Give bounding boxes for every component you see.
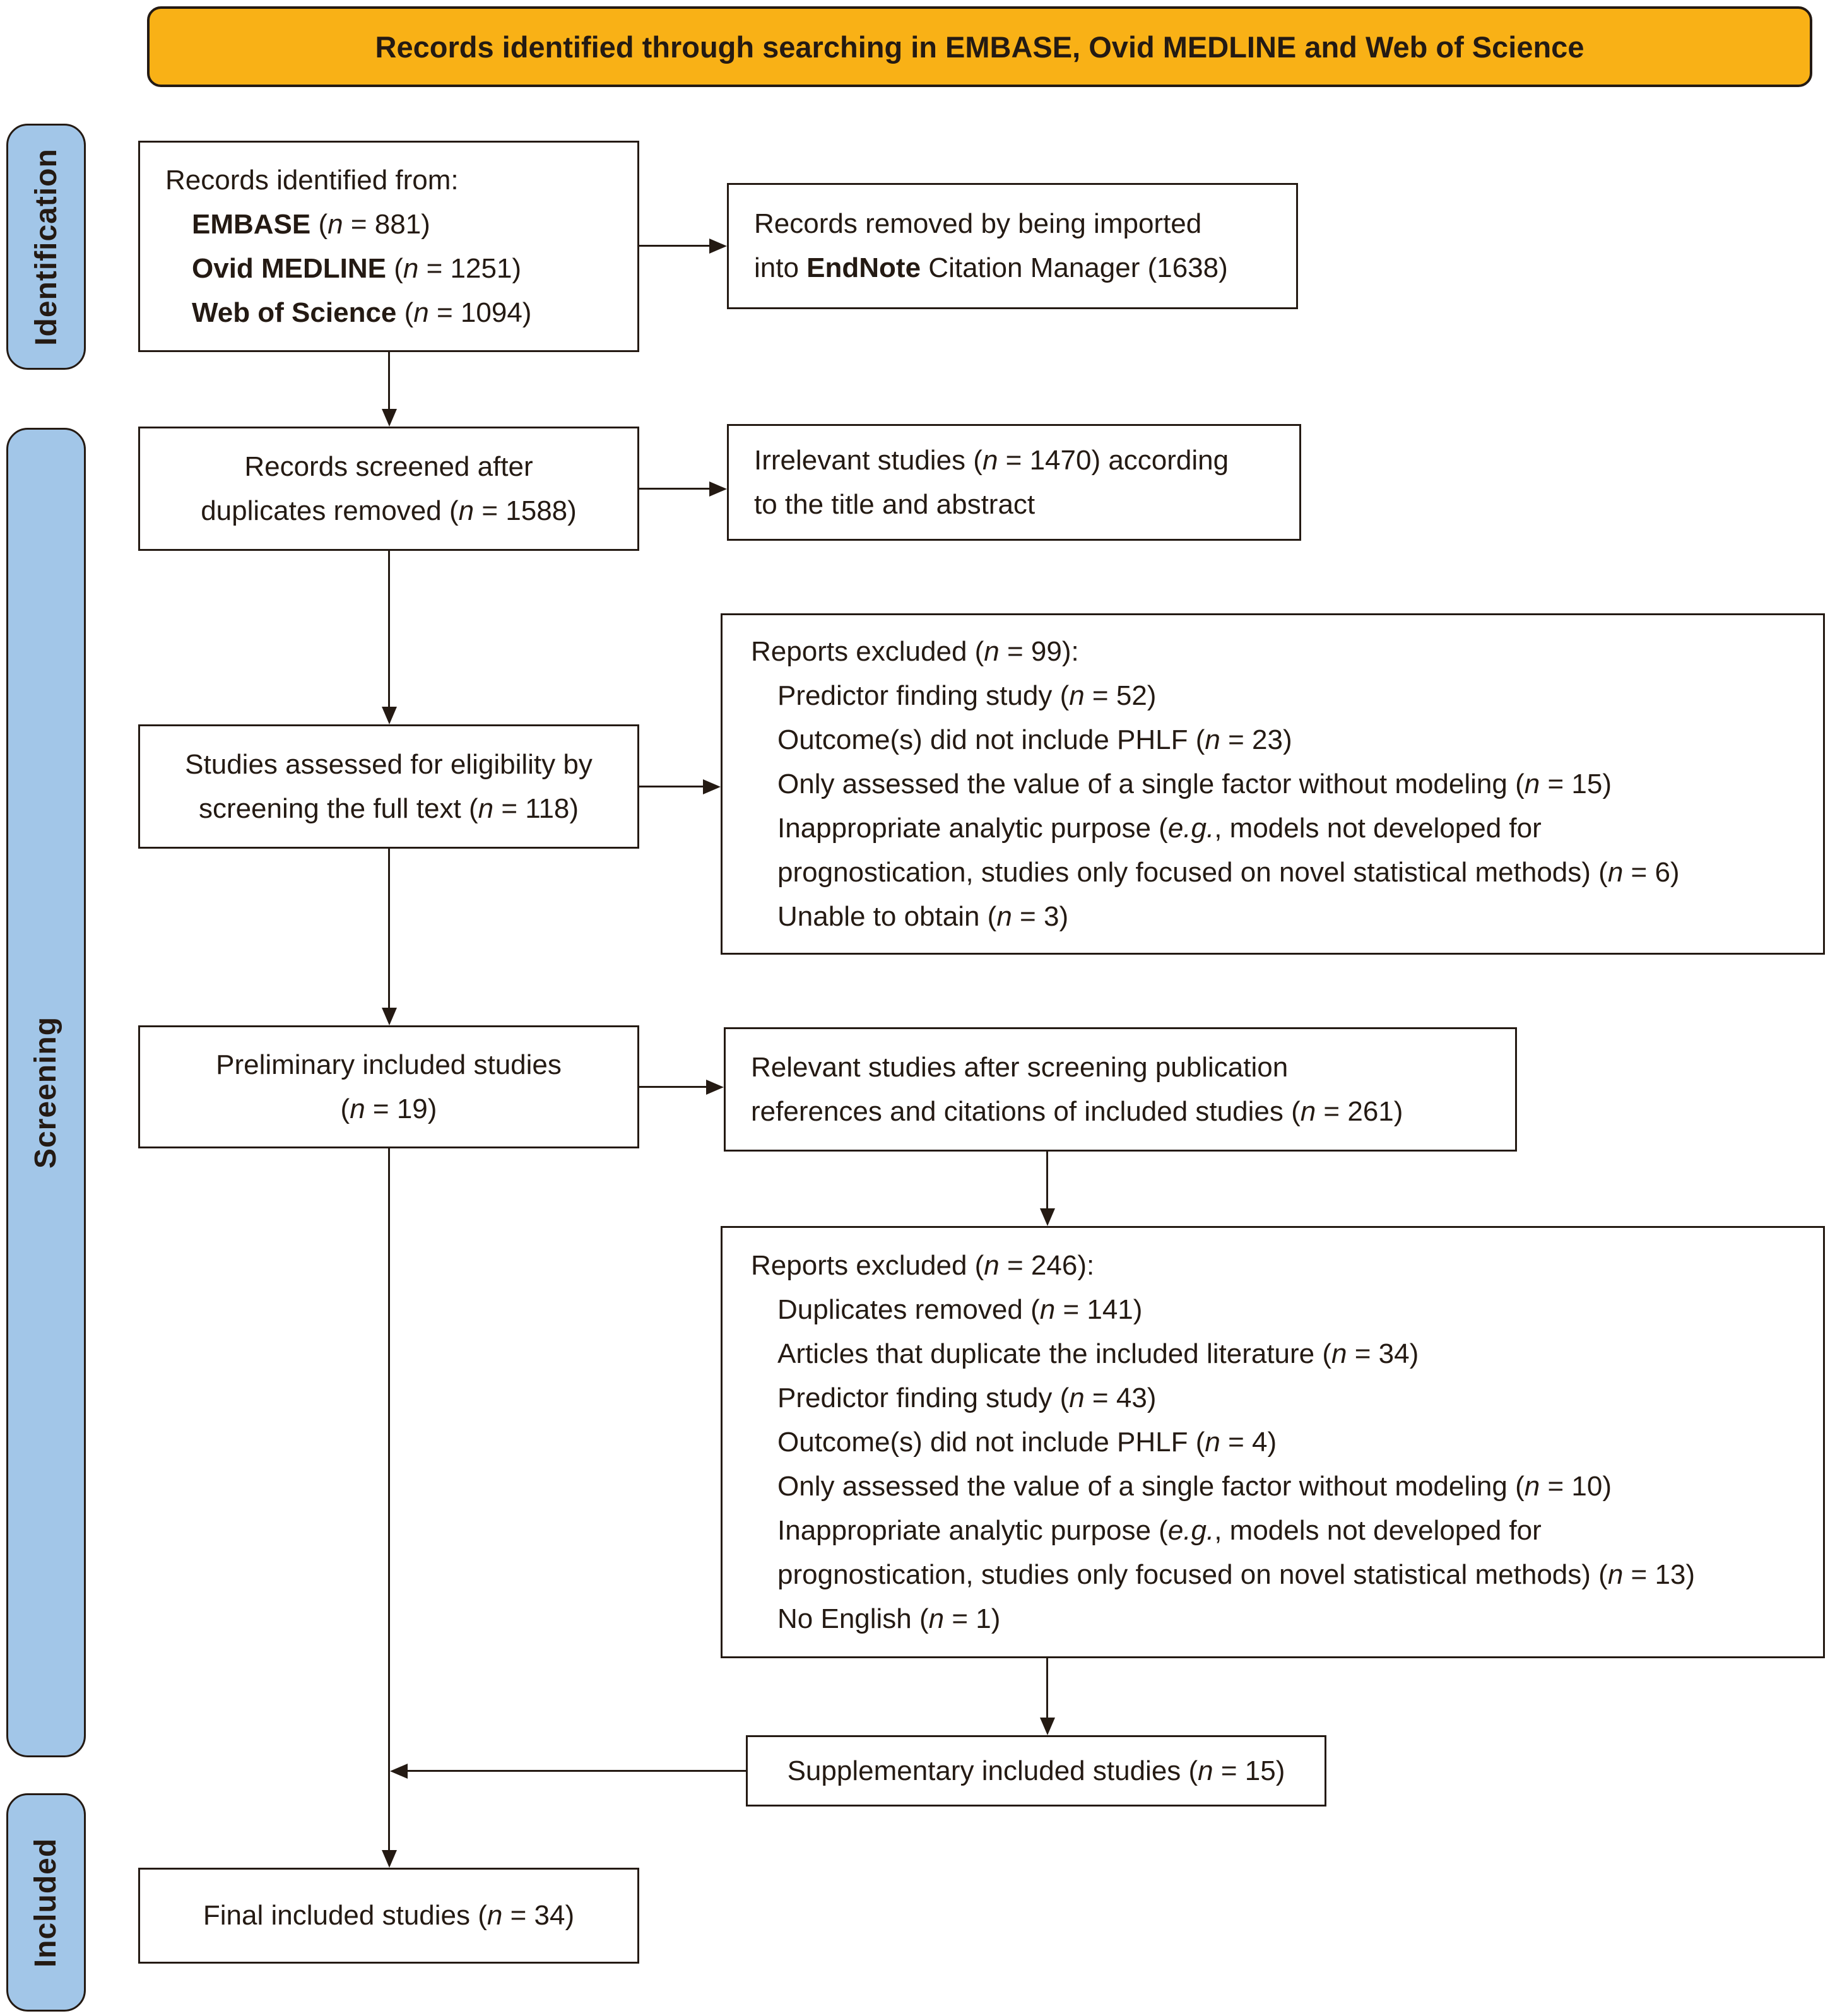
stage-label-identification-text: Identification <box>29 148 63 346</box>
text-line: Relevant studies after screening publica… <box>751 1051 1289 1083</box>
banner-title: Records identified through searching in … <box>147 6 1812 87</box>
arrowhead-identified-to-screened <box>382 409 397 427</box>
arrow-line-screened-to-assessed <box>388 551 390 707</box>
text-line: Records identified from: <box>165 164 459 196</box>
box-supplementary-included: Supplementary included studies (n = 15) <box>746 1735 1326 1807</box>
box-studies-assessed: Studies assessed for eligibility by scree… <box>138 724 639 849</box>
stage-label-included: Included <box>6 1793 86 2012</box>
text-line: Predictor finding study (n = 52) <box>777 680 1157 711</box>
text-line: Records screened after <box>244 451 533 482</box>
arrowhead-preliminary-to-relevant <box>706 1080 724 1095</box>
arrow-line-identified-to-screened <box>388 352 390 409</box>
banner-title-text: Records identified through searching in … <box>375 30 1584 64</box>
text-line: to the title and abstract <box>754 488 1036 520</box>
arrow-line-supplementary-to-mainline <box>408 1770 746 1772</box>
arrowhead-excluded246-to-supplementary <box>1040 1718 1055 1735</box>
arrow-line-excluded246-to-supplementary <box>1046 1658 1048 1718</box>
text-line: Inappropriate analytic purpose (e.g., mo… <box>777 1514 1542 1546</box>
box-preliminary-included: Preliminary included studies (n = 19) <box>138 1025 639 1148</box>
text-line: Outcome(s) did not include PHLF (n = 23) <box>777 724 1292 755</box>
arrow-line-screened-to-irrelevant <box>639 488 709 490</box>
text-line: Ovid MEDLINE (n = 1251) <box>192 252 522 284</box>
text-line: duplicates removed (n = 1588) <box>201 495 577 526</box>
stage-label-screening: Screening <box>6 428 86 1757</box>
text-line: Final included studies (n = 34) <box>203 1900 575 1931</box>
box-relevant-citations: Relevant studies after screening publica… <box>724 1027 1517 1152</box>
arrowhead-screened-to-assessed <box>382 707 397 724</box>
box-records-screened: Records screened after duplicates removed… <box>138 427 639 551</box>
arrow-line-preliminary-to-relevant <box>639 1086 706 1088</box>
text-line: Articles that duplicate the included lit… <box>777 1338 1419 1369</box>
stage-label-identification: Identification <box>6 124 86 370</box>
arrowhead-preliminary-to-final <box>382 1850 397 1868</box>
stage-label-screening-text: Screening <box>29 1016 63 1169</box>
text-line: Only assessed the value of a single fact… <box>777 768 1612 799</box>
stage-label-included-text: Included <box>29 1837 63 1967</box>
arrowhead-screened-to-irrelevant <box>709 481 727 497</box>
box-endnote-removed: Records removed by being imported into En… <box>727 183 1298 309</box>
text-line: Outcome(s) did not include PHLF (n = 4) <box>777 1426 1277 1458</box>
text-line: No English (n = 1) <box>777 1603 1001 1634</box>
arrowhead-assessed-to-preliminary <box>382 1008 397 1025</box>
arrow-line-relevant-to-excluded246 <box>1046 1152 1048 1208</box>
box-records-identified: Records identified from: EMBASE (n = 881)… <box>138 141 639 352</box>
arrow-line-preliminary-to-final <box>388 1148 390 1850</box>
text-line: prognostication, studies only focused on… <box>777 856 1680 888</box>
text-line: references and citations of included stu… <box>751 1095 1403 1127</box>
arrowhead-assessed-to-excluded99 <box>703 779 721 794</box>
arrowhead-identified-to-endnote <box>709 239 727 254</box>
text-line: Only assessed the value of a single fact… <box>777 1470 1612 1502</box>
text-line: prognostication, studies only focused on… <box>777 1559 1696 1590</box>
text-line: Studies assessed for eligibility by <box>185 748 593 780</box>
arrow-line-identified-to-endnote <box>639 245 709 247</box>
text-line: EMBASE (n = 881) <box>192 208 430 240</box>
box-reports-excluded-fulltext: Reports excluded (n = 99): Predictor find… <box>721 613 1825 955</box>
text-line: Web of Science (n = 1094) <box>192 297 532 328</box>
text-line: Irrelevant studies (n = 1470) according <box>754 444 1229 476</box>
arrowhead-relevant-to-excluded246 <box>1040 1208 1055 1226</box>
text-line: Reports excluded (n = 246): <box>751 1249 1095 1281</box>
text-line: Unable to obtain (n = 3) <box>777 900 1069 932</box>
text-line: screening the full text (n = 118) <box>198 793 579 824</box>
box-final-included: Final included studies (n = 34) <box>138 1868 639 1964</box>
text-line: Supplementary included studies (n = 15) <box>787 1755 1285 1786</box>
arrow-line-assessed-to-preliminary <box>388 849 390 1008</box>
text-line: Preliminary included studies <box>216 1049 562 1080</box>
box-irrelevant-studies: Irrelevant studies (n = 1470) according t… <box>727 424 1301 541</box>
text-line: Predictor finding study (n = 43) <box>777 1382 1157 1413</box>
text-line: into EndNote Citation Manager (1638) <box>754 252 1228 283</box>
box-reports-excluded-supplementary: Reports excluded (n = 246): Duplicates re… <box>721 1226 1825 1658</box>
text-line: Records removed by being imported <box>754 208 1202 239</box>
arrowhead-supplementary-to-mainline <box>390 1764 408 1779</box>
text-line: Reports excluded (n = 99): <box>751 635 1079 667</box>
arrow-line-assessed-to-excluded99 <box>639 786 703 787</box>
text-line: Inappropriate analytic purpose (e.g., mo… <box>777 812 1542 844</box>
text-line: Duplicates removed (n = 141) <box>777 1294 1143 1325</box>
text-line: (n = 19) <box>340 1093 437 1124</box>
